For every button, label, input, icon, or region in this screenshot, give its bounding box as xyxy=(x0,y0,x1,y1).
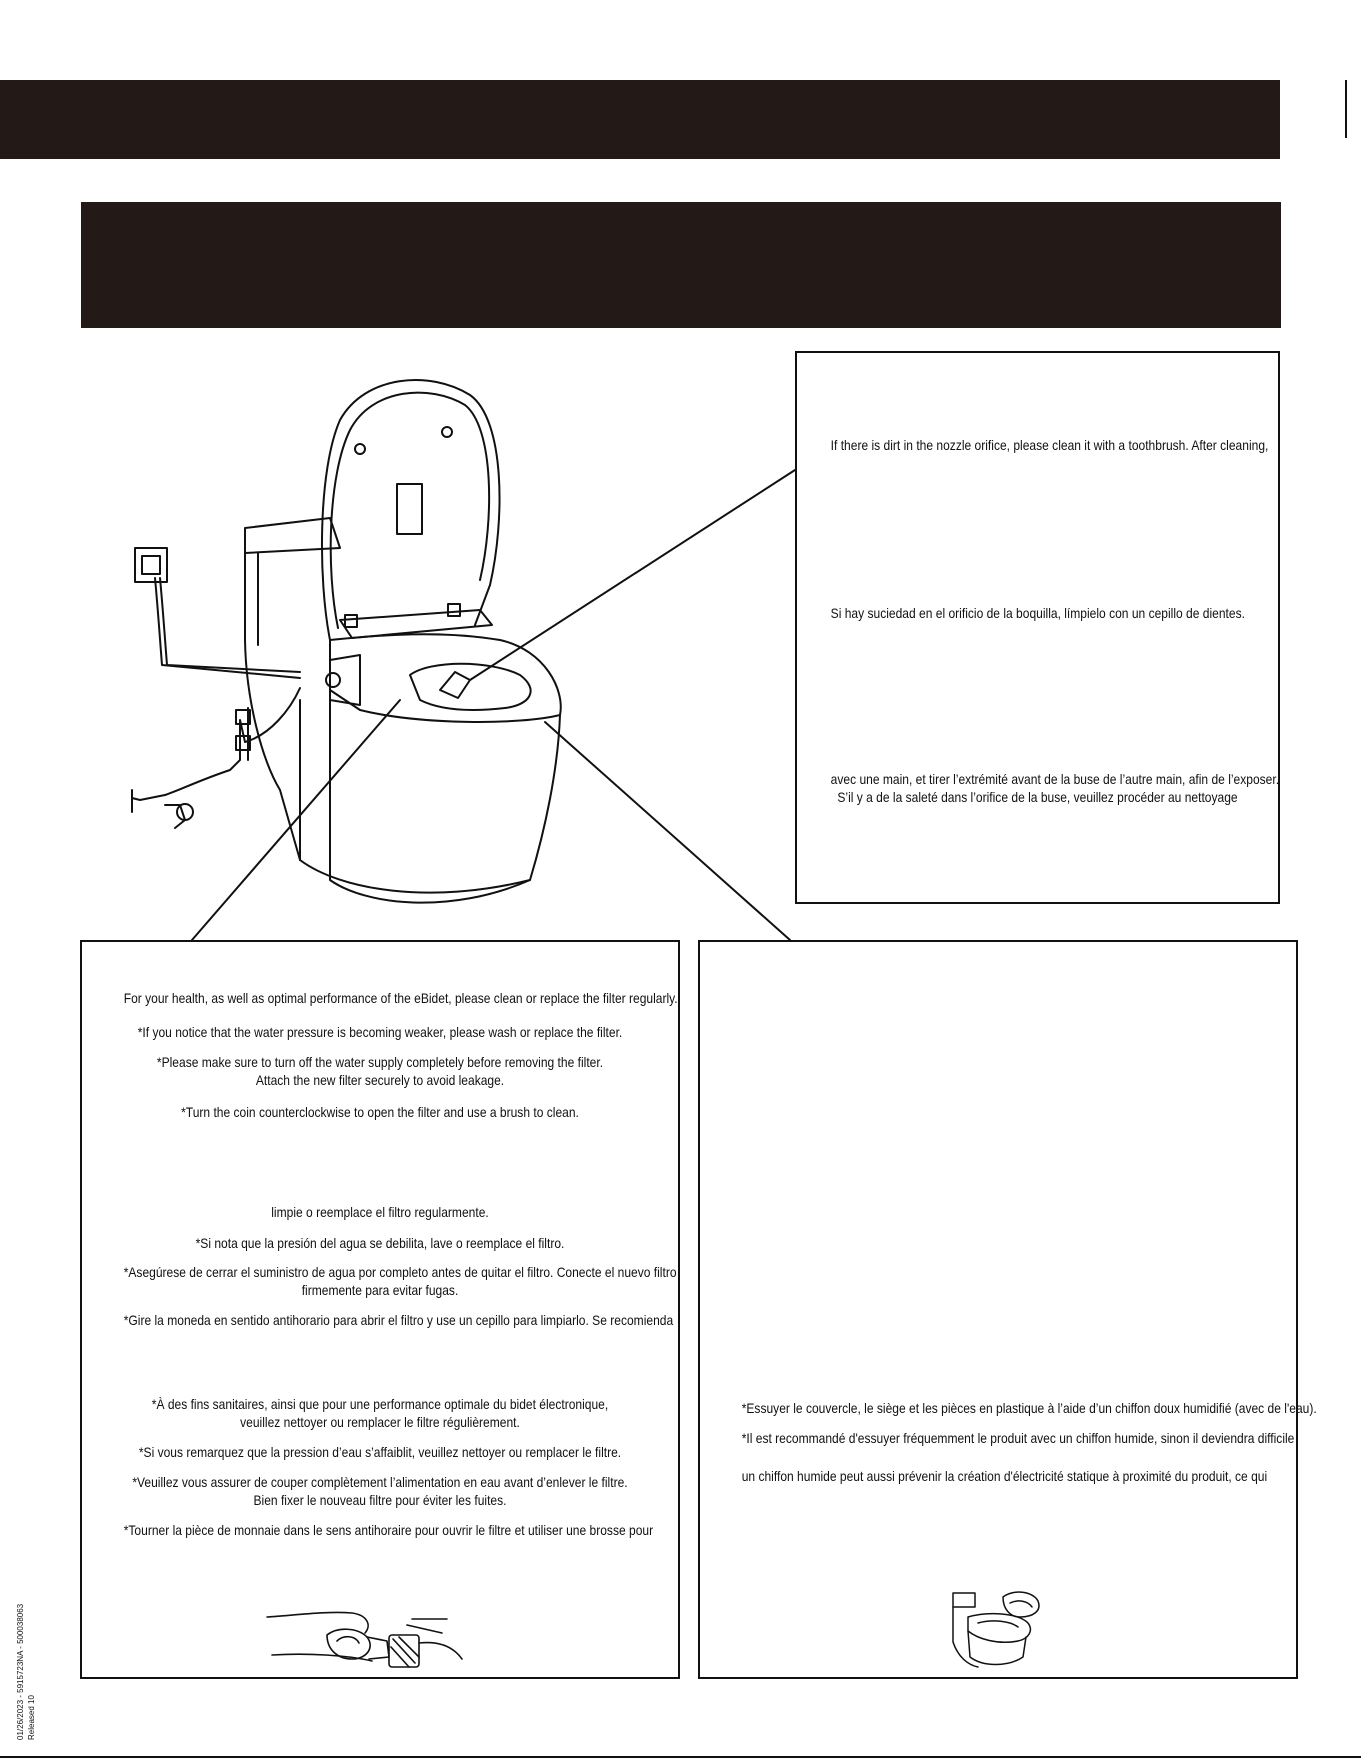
filter-es-3: *Asegúrese de cerrar el suministro de ag… xyxy=(123,1264,677,1280)
footer-rule xyxy=(0,1756,1361,1758)
wipe-fr-1: *Essuyer le couvercle, le siège et les p… xyxy=(741,1400,1317,1416)
filter-es-4: firmemente para evitar fugas. xyxy=(301,1282,459,1298)
filter-es-1: limpie o reemplace el filtro regularment… xyxy=(271,1204,489,1220)
top-header-bar xyxy=(0,80,1280,159)
filter-fr-3: *Si vous remarquez que la pression d’eau… xyxy=(138,1444,622,1460)
filter-fr-4: *Veuillez vous assurer de couper complèt… xyxy=(132,1474,628,1490)
filter-fr-5: Bien fixer le nouveau filtre pour éviter… xyxy=(253,1492,507,1508)
wipe-fr-2: *Il est recommandé d'essuyer fréquemment… xyxy=(741,1430,1295,1446)
side-release: Released 10 xyxy=(27,1695,36,1740)
filter-cleaning-box: For your health, as well as optimal perf… xyxy=(80,940,680,1679)
filter-fr-6: *Tourner la pièce de monnaie dans le sen… xyxy=(123,1522,654,1538)
filter-en-2: *If you notice that the water pressure i… xyxy=(137,1024,623,1040)
side-doc-code: 01/26/2023 - 5915723NA - 500038063 xyxy=(16,1603,25,1740)
filter-cleaning-illustration xyxy=(266,1611,463,1668)
nozzle-text-en: If there is dirt in the nozzle orifice, … xyxy=(830,437,1269,453)
filter-fr-1: *À des fins sanitaires, ainsi que pour u… xyxy=(151,1396,609,1412)
wipe-fr-3: un chiffon humide peut aussi prévenir la… xyxy=(741,1468,1268,1484)
filter-en-4: Attach the new filter securely to avoid … xyxy=(255,1072,505,1088)
nozzle-text-fr-1: avec une main, et tirer l’extrémité avan… xyxy=(830,771,1280,787)
toilet-wiping-illustration xyxy=(952,1591,1040,1668)
wiping-box: *Essuyer le couvercle, le siège et les p… xyxy=(698,940,1317,1679)
nozzle-text-fr-2: S’il y a de la saleté dans l’orifice de … xyxy=(837,789,1238,805)
filter-en-3: *Please make sure to turn off the water … xyxy=(156,1054,604,1070)
section-title-bar xyxy=(81,202,1281,328)
nozzle-cleaning-box: If there is dirt in the nozzle orifice, … xyxy=(795,351,1280,904)
page-edge-mark xyxy=(1345,80,1347,138)
nozzle-text-es: Si hay suciedad en el orificio de la boq… xyxy=(830,605,1245,621)
filter-es-2: *Si nota que la presión del agua se debi… xyxy=(195,1235,565,1251)
filter-en-5: *Turn the coin counterclockwise to open … xyxy=(181,1104,579,1120)
filter-es-5: *Gire la moneda en sentido antihorario p… xyxy=(123,1312,674,1328)
filter-fr-2: veuillez nettoyer ou remplacer le filtre… xyxy=(240,1414,520,1430)
filter-en-1: For your health, as well as optimal perf… xyxy=(123,990,678,1006)
